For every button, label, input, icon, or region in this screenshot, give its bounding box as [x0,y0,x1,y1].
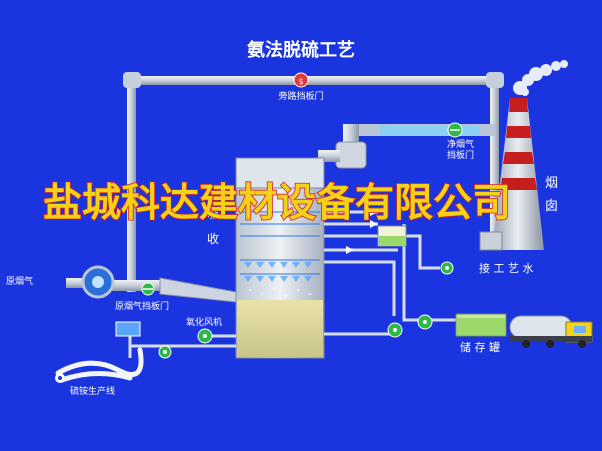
raw-flue-damper-icon[interactable] [141,282,155,296]
company-banner: 盐城科达建材设备有限公司 [43,180,511,226]
raw-flue-inlet-duct [66,277,237,303]
raw-flue-damper-label: 原烟气挡板门 [115,300,169,312]
bypass-damper-label: 旁路挡板门 [278,90,323,102]
process-water-pump-icon[interactable] [440,261,454,275]
raw-flue-gas-label: 原烟气 [6,275,33,287]
clean-flue-damper-label-line1: 净烟气 [447,138,474,150]
clean-flue-damper-icon[interactable] [447,122,463,138]
booster-fan-icon [81,265,115,299]
ammonium-sulfate-line-label: 硫铵生产线 [70,385,115,397]
chimney-label-line2: 囱 [545,199,558,214]
ammonium-sulfate-fan-icon [55,373,65,383]
chimney [479,60,568,251]
diagram-title: 氨法脱硫工艺 [247,39,355,61]
storage-tank [455,313,507,337]
bypass-damper-icon[interactable]: $ [293,72,309,88]
smoke-plume [513,60,568,96]
transfer-pump-icon[interactable] [417,314,433,330]
absorber-label-line1: 吸 [207,207,219,221]
ammonia-feed-lines [128,334,236,358]
oxidation-fan-label: 氧化风机 [186,316,222,328]
absorber-tower [235,157,325,359]
process-water-label: 接 工 艺 水 [479,262,534,275]
storage-tank-label: 储 存 罐 [460,340,500,354]
clean-flue-damper-label-line2: 挡板门 [447,149,474,161]
svg-text:$: $ [298,77,303,86]
ammonia-tank [115,321,141,337]
slurry-pump-icon[interactable] [158,345,172,359]
oxidation-fan-icon[interactable] [197,328,213,344]
tanker-truck-icon [509,315,593,348]
spray-cones [244,262,312,282]
circulation-pump-icon[interactable] [387,322,403,338]
flow-arrows [346,208,378,254]
process-tank [377,225,407,247]
absorber-label-line2: 收 [207,232,219,246]
spray-layers [240,211,320,275]
bypass-duct [123,72,504,292]
chimney-label-line1: 烟 [545,176,558,191]
droplets [249,287,311,297]
ammonium-sulfate-flow-icon [55,347,144,383]
